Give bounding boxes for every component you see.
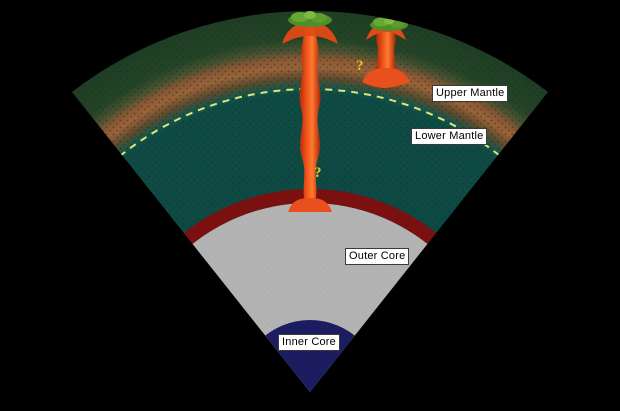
label-outer-core: Outer Core bbox=[345, 248, 410, 265]
label-upper-mantle: Upper Mantle bbox=[432, 85, 509, 102]
question-mark-annotation-lower: ? bbox=[314, 165, 322, 181]
label-lower-mantle: Lower Mantle bbox=[411, 128, 488, 145]
plume-shallow bbox=[362, 22, 410, 88]
question-mark-annotation-upper: ? bbox=[356, 58, 364, 74]
volcano-vegetation-right bbox=[370, 17, 408, 31]
label-inner-core: Inner Core bbox=[278, 334, 340, 351]
volcano-vegetation-left bbox=[288, 11, 332, 27]
plume-deep bbox=[282, 22, 338, 212]
